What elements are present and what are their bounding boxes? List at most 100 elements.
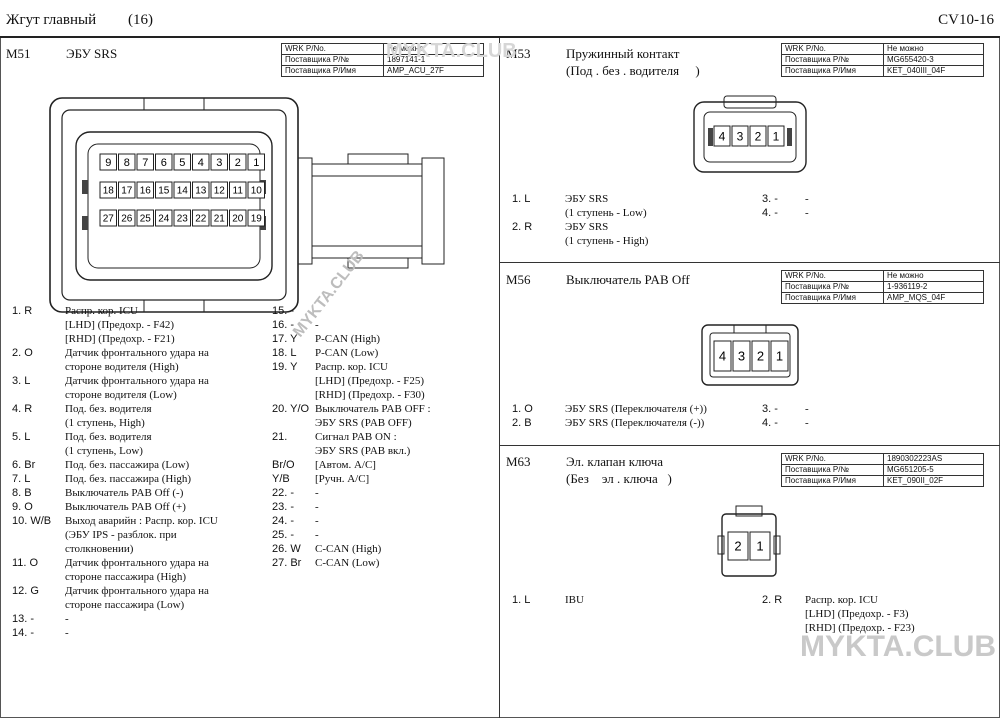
pin-description: (1 ступень, Low) bbox=[65, 445, 143, 457]
pin-description: Датчик фронтального удара на bbox=[65, 375, 209, 387]
pin-cell bbox=[192, 181, 210, 199]
pin-number: 3 bbox=[216, 157, 222, 169]
pin-description: C-CAN (High) bbox=[315, 543, 382, 555]
connector-subtitle: (Без эл . ключа ) bbox=[566, 471, 672, 486]
pin-description: C-CAN (Low) bbox=[315, 557, 380, 569]
pin-cell bbox=[118, 181, 136, 199]
connector-section-m56: M56 Выключатель PAB Off WRK P/No.Не можн… bbox=[500, 263, 1000, 445]
pin-number: 2 bbox=[235, 157, 241, 169]
pin-cell bbox=[732, 340, 751, 372]
pin-list-right: 3. --4. -- bbox=[750, 402, 990, 442]
wrk-value: 1890302223AS bbox=[883, 453, 984, 465]
pin-description: - bbox=[65, 613, 69, 625]
wrk-value: Не можно bbox=[883, 43, 984, 55]
pin-description: - bbox=[315, 487, 319, 499]
wrk-value: Не можно bbox=[883, 270, 984, 282]
pin-description: Датчик фронтального удара на bbox=[65, 557, 209, 569]
pin-number: 3. - bbox=[762, 193, 778, 205]
pin-number: 7. L bbox=[12, 473, 31, 485]
section-divider bbox=[500, 262, 1000, 263]
pin-description: Выключатель PAB Off (+) bbox=[65, 501, 186, 513]
part-value: MG655420-3 bbox=[883, 54, 984, 66]
pin-cell bbox=[118, 209, 136, 227]
pin-number: 23 bbox=[177, 214, 189, 225]
pin-description: IBU bbox=[565, 594, 584, 606]
pin-number: 1. L bbox=[512, 193, 531, 205]
pin-number: 20 bbox=[232, 214, 244, 225]
name-value: KET_090II_02F bbox=[883, 475, 984, 487]
pin-cell bbox=[229, 181, 247, 199]
pin-cell bbox=[210, 209, 228, 227]
pin-description: - bbox=[805, 403, 809, 415]
pin-description: ЭБУ SRS bbox=[565, 221, 609, 233]
wrk-label: WRK P/No. bbox=[281, 43, 384, 55]
pin-number: 1. R bbox=[12, 305, 33, 317]
pin-number: Br/O bbox=[272, 459, 295, 471]
pin-number: 2 bbox=[757, 349, 764, 364]
pin-number: 6 bbox=[161, 157, 167, 169]
pin-description: Датчик фронтального удара на bbox=[65, 585, 209, 597]
connector-title: Пружинный контакт bbox=[566, 46, 680, 61]
pin-description: ЭБУ SRS (Переключателя (+)) bbox=[565, 403, 707, 415]
pin-number: 14. - bbox=[12, 627, 35, 639]
pin-number: 12 bbox=[214, 186, 226, 197]
pin-number: 9. O bbox=[12, 501, 33, 513]
name-value: AMP_MQS_04F bbox=[883, 292, 984, 304]
pin-cell bbox=[713, 125, 731, 147]
pin-description: - bbox=[315, 501, 319, 513]
pin-number: 17. Y bbox=[272, 333, 298, 345]
pin-number: 1 bbox=[773, 129, 780, 143]
pin-description: Сигнал PAB ON : bbox=[315, 431, 397, 443]
pin-number: 4 bbox=[719, 129, 726, 143]
pin-number: 5. L bbox=[12, 431, 31, 443]
name-value: KET_040III_04F bbox=[883, 65, 984, 77]
pin-number: 2 bbox=[755, 129, 762, 143]
pin-cell bbox=[99, 181, 117, 199]
column-divider bbox=[499, 38, 500, 718]
wrk-label: WRK P/No. bbox=[781, 43, 884, 55]
pin-cell bbox=[751, 340, 770, 372]
pin-number: 1 bbox=[253, 157, 259, 169]
pin-description: [LHD] (Предохр. - F25) bbox=[315, 375, 425, 387]
pin-cell bbox=[229, 209, 247, 227]
pin-cell bbox=[173, 209, 191, 227]
pin-number: 14 bbox=[177, 186, 189, 197]
name-label: Поставщика P/Имя bbox=[781, 65, 884, 77]
pin-cell bbox=[210, 153, 228, 171]
name-value: AMP_ACU_27F bbox=[383, 65, 484, 77]
pin-number: 20. Y/O bbox=[272, 403, 310, 415]
pin-cell bbox=[210, 181, 228, 199]
connector-code: M56 bbox=[506, 272, 531, 287]
pin-number: 4 bbox=[719, 349, 726, 364]
connector-section-m63: M63 Эл. клапан ключа (Без эл . ключа ) W… bbox=[500, 446, 1000, 718]
pin-number: 13 bbox=[195, 186, 207, 197]
part-value: 1-936119-2 bbox=[883, 281, 984, 293]
pin-description: - bbox=[315, 319, 319, 331]
pin-cell bbox=[136, 209, 154, 227]
pin-number: 21. bbox=[272, 431, 288, 443]
pin-number: 1 bbox=[756, 539, 763, 554]
pin-description: [RHD] (Предохр. - F30) bbox=[315, 389, 425, 401]
connector-code: M53 bbox=[506, 46, 531, 61]
pin-description: - bbox=[65, 627, 69, 639]
pin-description: Выключатель PAB OFF : bbox=[315, 403, 431, 415]
pin-number: 4. R bbox=[12, 403, 33, 415]
connector-section-m51: M51 ЭБУ SRS WRK P/No.Не можно Поставщика… bbox=[0, 38, 499, 718]
page-header: Жгут главный (16) CV10-16 bbox=[0, 0, 1000, 38]
pin-number: 19 bbox=[251, 214, 263, 225]
pin-description: Под. без. пассажира (High) bbox=[65, 473, 192, 485]
wrk-label: WRK P/No. bbox=[781, 453, 884, 465]
pin-cell bbox=[99, 209, 117, 227]
pin-cell bbox=[713, 340, 732, 372]
pin-description: стороне водителя (Low) bbox=[65, 389, 177, 401]
pin-description: Распр. кор. ICU bbox=[315, 361, 388, 373]
pin-number: 16. - bbox=[272, 319, 295, 331]
pin-cell bbox=[767, 125, 785, 147]
pin-number: 22 bbox=[195, 214, 207, 225]
